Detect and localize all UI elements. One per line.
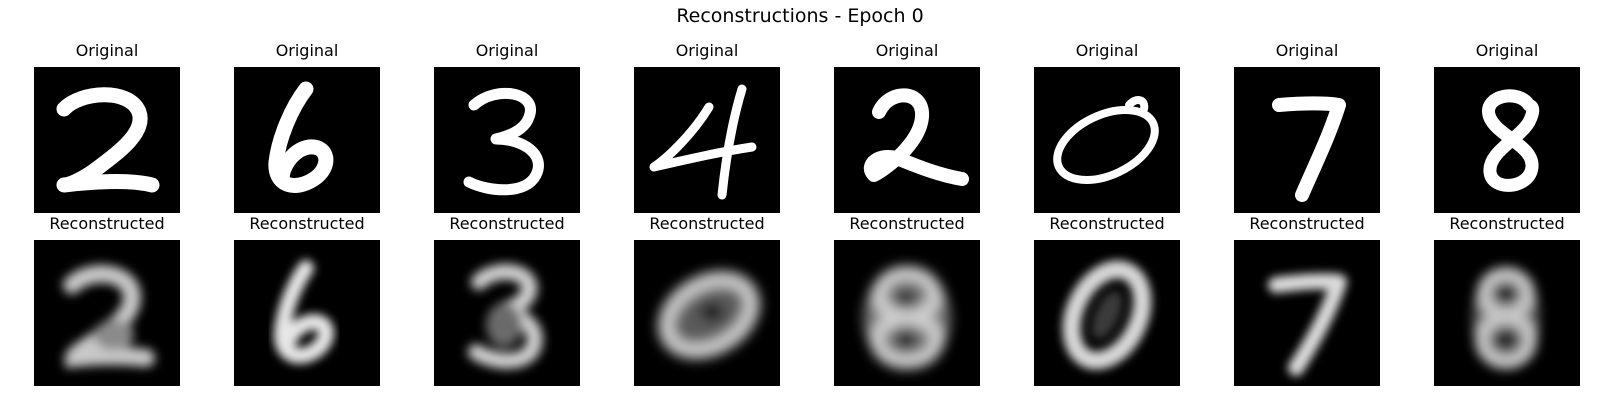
reconstructed-panel: Reconstructed [34, 213, 180, 386]
original-panel: Original [434, 40, 580, 213]
digit-8-drawing [1482, 89, 1540, 192]
reconstructed-panel: Reconstructed [1434, 213, 1580, 386]
panel-label: Original [475, 41, 539, 60]
figure-title: Reconstructions - Epoch 0 [676, 5, 924, 27]
blurred-digit-7-drawing [1268, 273, 1347, 376]
reconstructed-panel: Reconstructed [234, 213, 380, 386]
original-digit-image [1034, 67, 1180, 213]
blurred-digit-6-drawing [273, 260, 334, 364]
original-row: Original Original Original Original [0, 40, 1600, 213]
panel-label: Reconstructed [49, 214, 165, 233]
panel-label: Original [675, 41, 739, 60]
panel-label: Original [1475, 41, 1539, 60]
reconstructed-digit-image [34, 240, 180, 386]
panel-label: Reconstructed [649, 214, 765, 233]
original-digit-image [434, 67, 580, 213]
original-digit-image [234, 67, 380, 213]
original-panel: Original [1034, 40, 1180, 213]
original-digit-image [1434, 67, 1580, 213]
digit-2-drawing [56, 87, 160, 193]
panel-label: Reconstructed [1449, 214, 1565, 233]
reconstructed-panel: Reconstructed [434, 213, 580, 386]
reconstructed-digit-image [1034, 240, 1180, 386]
original-panel: Original [634, 40, 780, 213]
blurred-digit-2-drawing [63, 264, 155, 368]
panel-label: Reconstructed [1249, 214, 1365, 233]
panel-label: Original [1075, 41, 1139, 60]
original-digit-image [1234, 67, 1380, 213]
original-digit-image [634, 67, 780, 213]
panel-label: Original [75, 41, 139, 60]
blurred-digit-0-drawing [658, 270, 760, 360]
original-panel: Original [834, 40, 980, 213]
blurred-digit-8-drawing [1472, 267, 1540, 369]
panel-label: Reconstructed [449, 214, 565, 233]
blurred-digit-0-drawing [1062, 260, 1152, 370]
reconstructed-digit-image [434, 240, 580, 386]
panel-label: Reconstructed [849, 214, 965, 233]
original-panel: Original [1434, 40, 1580, 213]
digit-4-drawing [649, 84, 757, 200]
panel-label: Original [875, 41, 939, 60]
panel-label: Reconstructed [1049, 214, 1165, 233]
reconstructed-digit-image [834, 240, 980, 386]
reconstructed-digit-image [234, 240, 380, 386]
reconstructed-digit-image [1434, 240, 1580, 386]
blurred-digit-8-drawing [863, 266, 951, 369]
reconstructed-row: Reconstructed Reconstructed Reconstructe… [0, 213, 1600, 386]
original-panel: Original [34, 40, 180, 213]
blurred-digit-3-drawing [468, 263, 543, 369]
digit-2-drawing [863, 88, 969, 186]
panel-label: Original [1275, 41, 1339, 60]
reconstructed-digit-image [634, 240, 780, 386]
digit-0-drawing [1053, 96, 1159, 184]
reconstructed-panel: Reconstructed [1234, 213, 1380, 386]
panel-label: Reconstructed [249, 214, 365, 233]
digit-3-drawing [463, 87, 544, 196]
original-digit-image [34, 67, 180, 213]
reconstructed-digit-image [1234, 240, 1380, 386]
panel-label: Original [275, 41, 339, 60]
reconstructed-panel: Reconstructed [834, 213, 980, 386]
reconstructed-panel: Reconstructed [634, 213, 780, 386]
digit-6-drawing [268, 81, 334, 193]
reconstructed-panel: Reconstructed [1034, 213, 1180, 386]
original-digit-image [834, 67, 980, 213]
original-panel: Original [1234, 40, 1380, 213]
original-panel: Original [234, 40, 380, 213]
digit-7-drawing [1272, 96, 1346, 202]
